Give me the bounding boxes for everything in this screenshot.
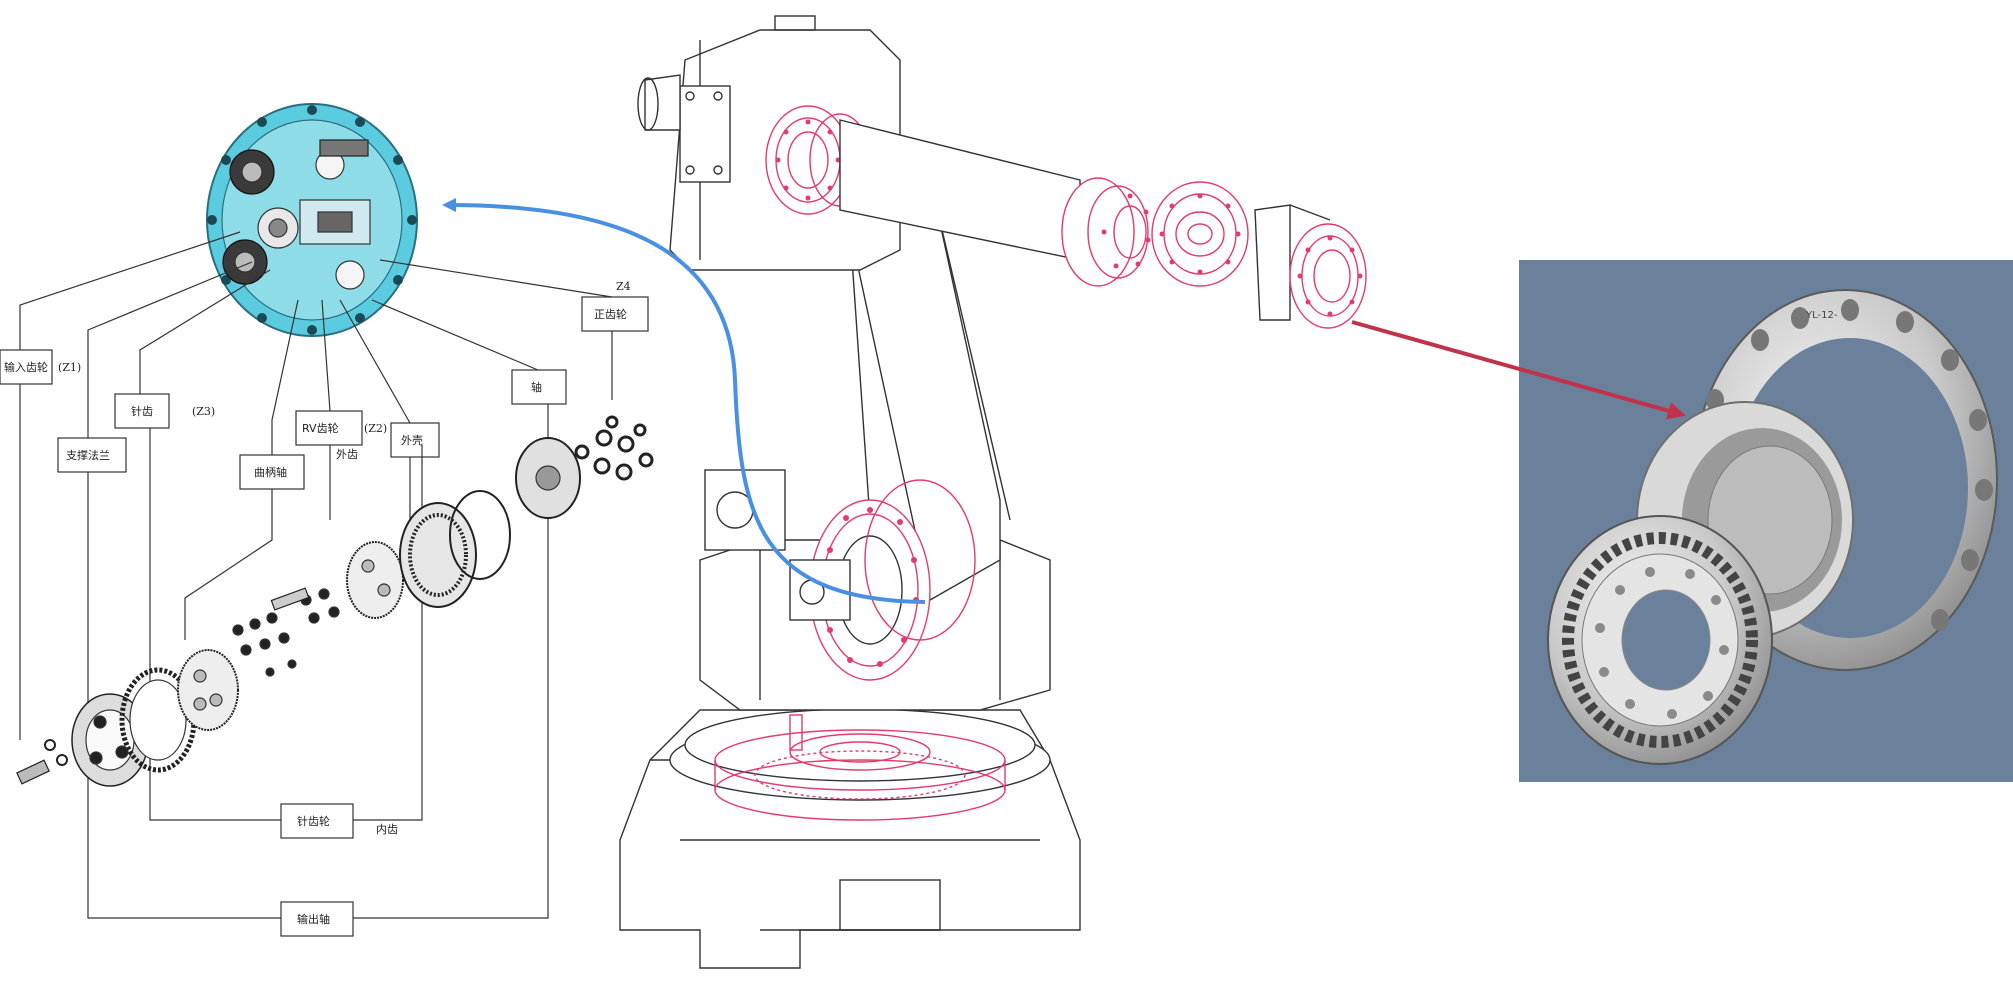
label-needle-tooth-symbol: (Z3) <box>192 405 215 418</box>
label-input-gear: 输入齿轮 <box>4 360 48 374</box>
label-input-gear-symbol: (Z1) <box>58 361 81 374</box>
label-rv-gear-symbol: (Z2) <box>364 422 387 435</box>
crossed-roller-bearing <box>1547 515 1773 765</box>
label-output-shaft: 输出轴 <box>297 912 330 926</box>
rv-reducer-schematic: 输入齿轮 (Z1) 针齿 (Z3) 支撑法兰 曲柄轴 RV齿轮 (Z2) 外齿 … <box>0 103 654 937</box>
wrist-joint-3 <box>1289 223 1367 329</box>
wrist-joint-1 <box>1061 177 1151 287</box>
label-rv-gear: RV齿轮 <box>302 421 339 435</box>
rv-reducer-assembly <box>206 103 418 337</box>
industrial-robot <box>619 15 1367 969</box>
label-needle-tooth: 针齿 <box>131 404 153 418</box>
bearing-photo-panel: YL-12- <box>1519 260 2013 782</box>
exploded-parts <box>16 415 654 787</box>
label-outer-shell: 外壳 <box>401 433 423 447</box>
blue-callout-arrow <box>442 198 926 604</box>
label-shaft: 轴 <box>531 380 542 394</box>
label-crankshaft: 曲柄轴 <box>254 465 287 479</box>
wrist-joint-2 <box>1151 181 1249 287</box>
label-internal-tooth: 内齿 <box>376 822 398 836</box>
elbow-joint-ring <box>765 105 871 215</box>
red-callout-arrow <box>1351 320 1686 420</box>
label-external-tooth: 外齿 <box>336 448 358 461</box>
base-joint-gear <box>714 714 1006 821</box>
bearing-marking-text: YL-12- <box>1805 310 1838 321</box>
label-needle-gear: 针齿轮 <box>297 814 330 828</box>
label-spur-gear: 正齿轮 <box>594 307 627 321</box>
label-support-flange: 支撑法兰 <box>66 448 110 462</box>
shoulder-joint-ring <box>809 479 976 681</box>
label-spur-gear-symbol: Z4 <box>616 280 631 293</box>
